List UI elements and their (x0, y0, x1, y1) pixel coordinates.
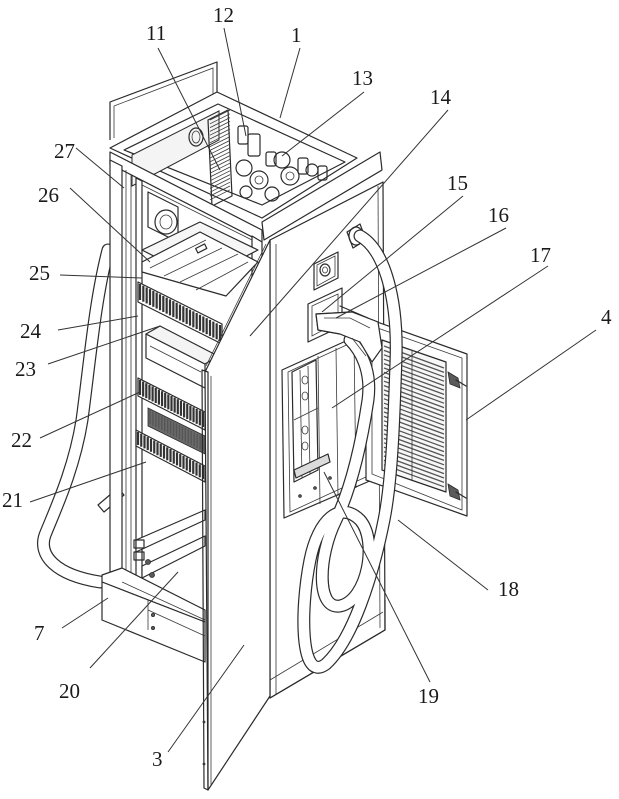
power-module (145, 325, 219, 389)
callout-13: 13 (352, 66, 373, 90)
terminal-slat (209, 113, 231, 125)
leader-line (157, 47, 221, 171)
leader-line (59, 274, 143, 279)
callout-18: 18 (498, 577, 519, 601)
terminal-slat (209, 181, 231, 193)
mounting-plate (141, 221, 259, 297)
charging-gun (315, 311, 383, 363)
leader-line (29, 461, 147, 503)
leader-line (281, 91, 365, 157)
middle-heatsink (137, 377, 206, 431)
callout-24: 24 (20, 319, 42, 343)
leader-line (47, 325, 161, 365)
leader-line (57, 315, 139, 331)
callout-25: 25 (29, 261, 50, 285)
terminal-slat (209, 162, 231, 174)
leader-line (69, 187, 151, 263)
lower-heatsink (135, 429, 206, 483)
leader-line (335, 227, 507, 319)
front-door (201, 239, 271, 791)
module-rack (291, 359, 332, 498)
callout-7: 7 (34, 621, 45, 645)
callout-23: 23 (15, 357, 36, 381)
terminal-slat (209, 170, 231, 182)
callout-16: 16 (488, 203, 509, 227)
base (101, 567, 206, 663)
leader-line (323, 471, 431, 683)
leader-line (249, 109, 449, 337)
callout-3: 3 (152, 747, 163, 771)
callout-14: 14 (430, 85, 452, 109)
middle-heatsink-block (147, 407, 206, 455)
terminal-slat (209, 159, 231, 170)
terminal-slat (209, 166, 231, 178)
leader-line (279, 47, 301, 119)
indicator-switch (313, 251, 339, 291)
bottom-rails (133, 509, 206, 579)
charging-cable (297, 223, 403, 674)
terminal-strip (207, 109, 233, 207)
leader-line (75, 147, 125, 189)
callout-11: 11 (146, 21, 166, 45)
terminal-slat (209, 124, 231, 136)
callout-1: 1 (291, 23, 302, 47)
callout-21: 21 (2, 488, 23, 512)
terminal-slat (209, 189, 231, 201)
terminal-slat (209, 174, 231, 185)
callout-12: 12 (213, 3, 234, 27)
terminal-slat (209, 128, 231, 140)
terminal-slat (209, 132, 231, 144)
callout-20: 20 (59, 679, 80, 703)
terminal-slat (209, 185, 231, 197)
callout-15: 15 (447, 171, 468, 195)
leader-line (61, 597, 109, 629)
terminal-slat (209, 151, 231, 163)
terminal-slat (209, 143, 231, 155)
callout-4: 4 (601, 305, 612, 329)
callout-26: 26 (38, 183, 59, 207)
leader-line (397, 519, 489, 591)
leader-line (223, 27, 247, 137)
leader-line (167, 644, 245, 753)
leader-lines (29, 27, 597, 753)
leader-line (321, 195, 464, 313)
terminal-slat (209, 136, 231, 147)
terminal-slat (209, 121, 231, 132)
terminal-slat (209, 140, 231, 151)
callout-27: 27 (54, 139, 75, 163)
breaker-components (235, 125, 328, 202)
terminal-slat (209, 155, 231, 166)
callout-17: 17 (530, 243, 551, 267)
terminal-slat (209, 109, 231, 121)
leader-line (39, 391, 141, 439)
leader-line (89, 571, 179, 669)
callout-22: 22 (11, 428, 32, 452)
cabinet-body (109, 61, 358, 243)
leader-line (465, 329, 597, 421)
terminal-slat (209, 117, 231, 128)
callout-labels: 1 3 4 7 11 12 13 14 15 16 17 18 19 20 21… (2, 3, 612, 771)
upper-heatsink (137, 281, 223, 345)
terminal-slat (209, 178, 231, 189)
leader-line (331, 265, 549, 409)
callout-19: 19 (418, 684, 439, 708)
